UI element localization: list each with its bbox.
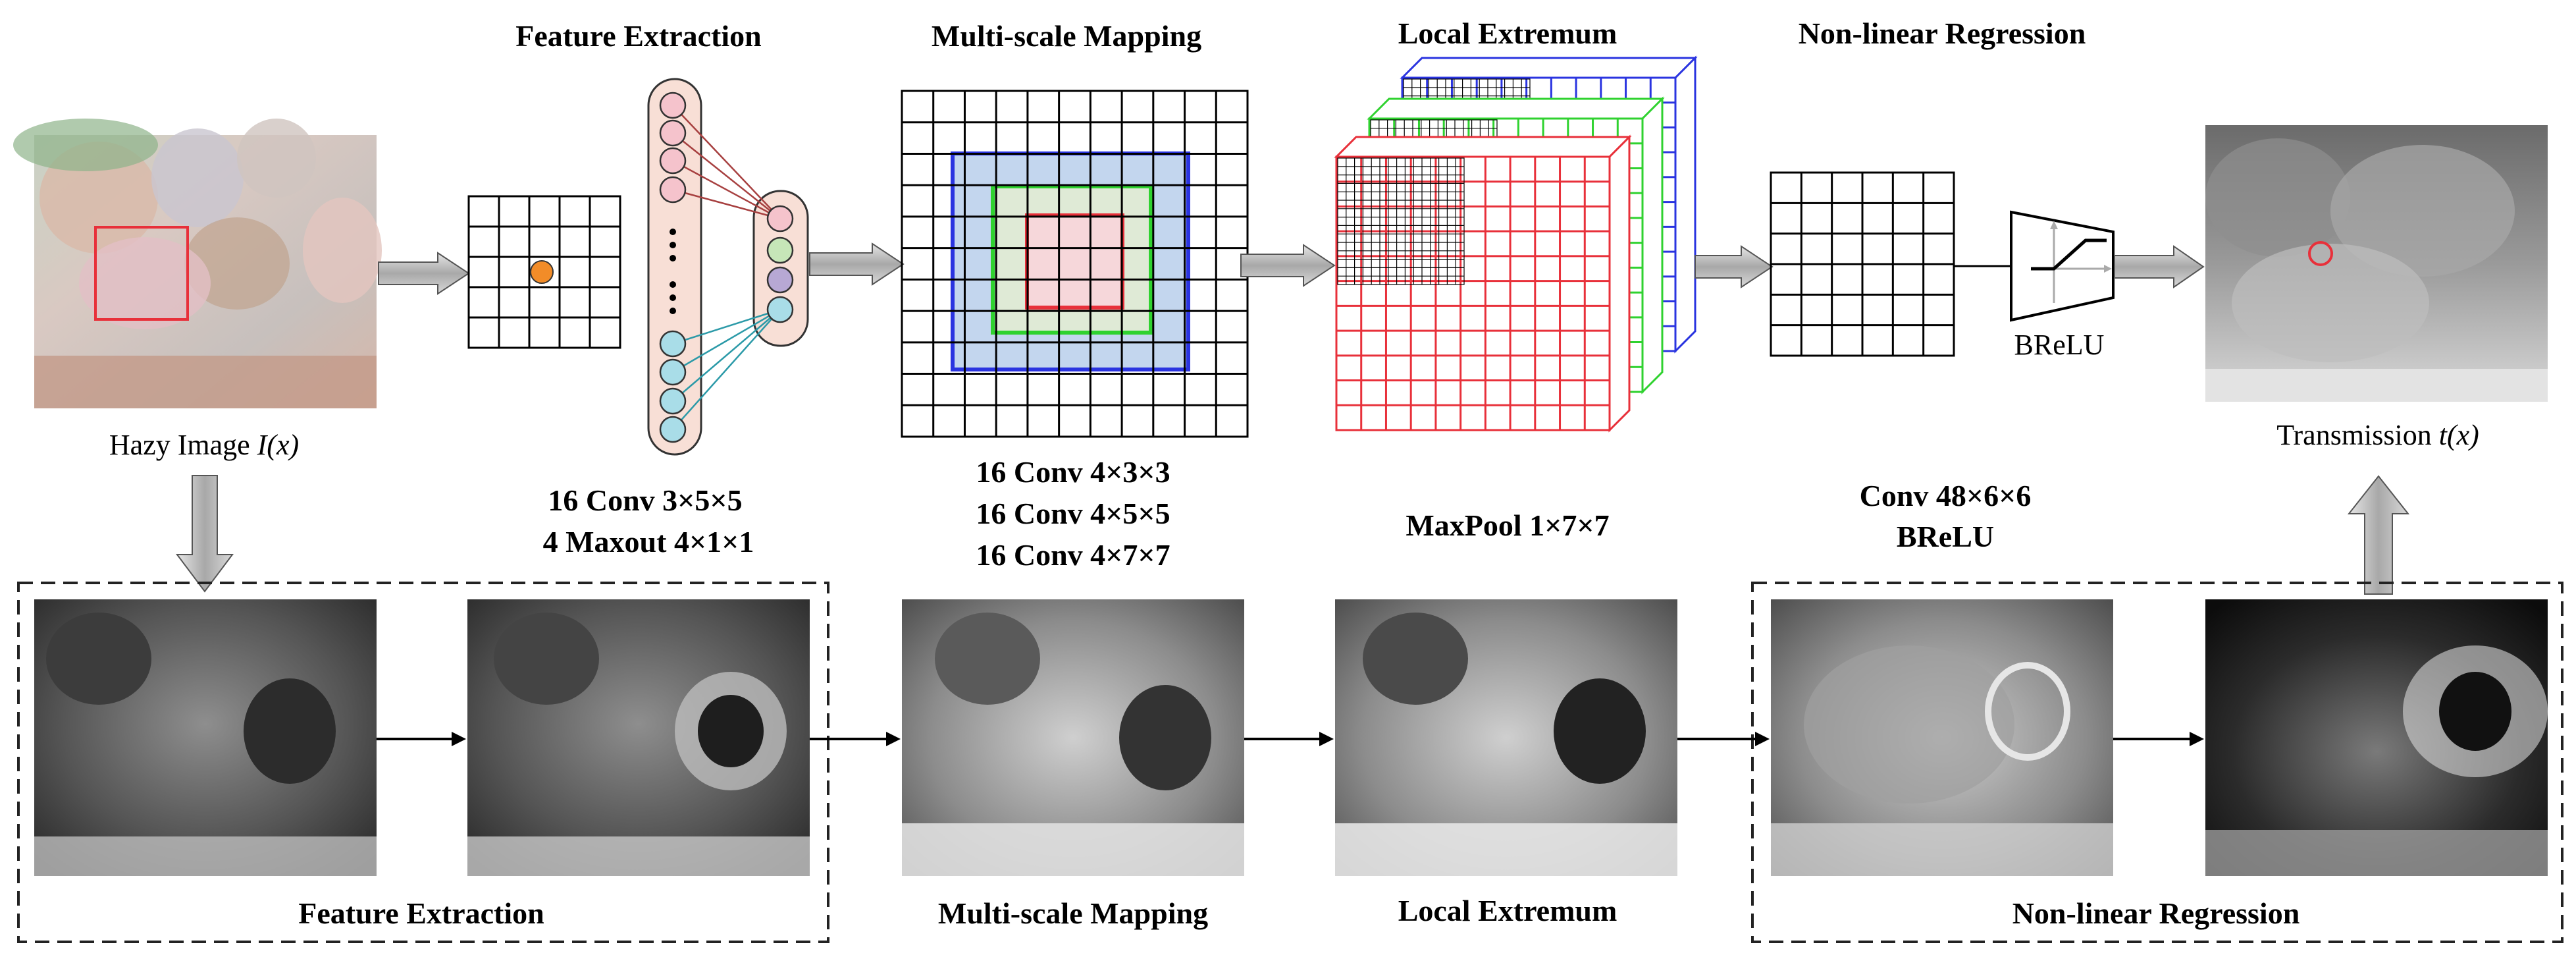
transmission-map-thumbnail (2205, 125, 2548, 402)
arrow-right-icon (378, 252, 470, 295)
input-grid-icon (467, 195, 621, 349)
feature-map-4 (1335, 599, 1677, 876)
arrow-right-icon (1695, 245, 1774, 288)
feature-map-6 (2205, 599, 2548, 876)
param-ms-conv5: 16 Conv 4×5×5 (976, 497, 1170, 530)
arrow-right-icon (2114, 245, 2205, 288)
feature-map-3 (902, 599, 1244, 876)
param-nr-conv: Conv 48×6×6 (1860, 479, 2032, 512)
arrow-down-icon (176, 475, 234, 593)
title-non-linear-regression: Non-linear Regression (1799, 16, 2086, 50)
input-label: Hazy Image I(x) (109, 429, 299, 461)
param-fe-maxout: 4 Maxout 4×1×1 (543, 525, 754, 559)
brelu-label: BReLU (2014, 329, 2105, 361)
hazy-image-thumbnail (13, 119, 382, 408)
bottom-flow-arrows (377, 732, 2204, 746)
param-ms-conv7: 16 Conv 4×7×7 (976, 538, 1170, 572)
regression-grid (1770, 171, 1955, 357)
arrow-right-icon (809, 242, 905, 286)
output-label: Transmission t(x) (2276, 419, 2479, 451)
local-extremum-stack (1334, 55, 1698, 433)
title-local-extremum: Local Extremum (1398, 16, 1617, 50)
title-feature-extraction: Feature Extraction (515, 19, 761, 53)
bottom-title-non-linear-regression: Non-linear Regression (2012, 896, 2300, 930)
bottom-title-multi-scale-mapping: Multi-scale Mapping (938, 896, 1208, 930)
param-nr-brelu: BReLU (1897, 520, 1994, 553)
feature-map-1 (34, 599, 377, 876)
feature-map-5 (1771, 599, 2113, 876)
param-le-maxpool: MaxPool 1×7×7 (1406, 508, 1609, 542)
arrow-right-icon (1240, 244, 1336, 287)
bottom-title-feature-extraction: Feature Extraction (298, 896, 544, 930)
param-ms-conv3: 16 Conv 4×3×3 (976, 455, 1170, 489)
multi-scale-grid (901, 90, 1249, 438)
feature-map-2 (467, 599, 810, 876)
arrow-up-icon (2347, 475, 2410, 595)
brelu-function-icon (2010, 210, 2115, 322)
non-linear-regression-group-box (1751, 582, 2563, 943)
title-multi-scale-mapping: Multi-scale Mapping (932, 19, 1201, 53)
maxout-network-icon (647, 78, 809, 456)
kernel-center-dot (530, 260, 554, 284)
param-fe-conv: 16 Conv 3×5×5 (548, 483, 742, 517)
bottom-title-local-extremum: Local Extremum (1398, 894, 1617, 927)
feature-extraction-group-box (17, 582, 829, 943)
